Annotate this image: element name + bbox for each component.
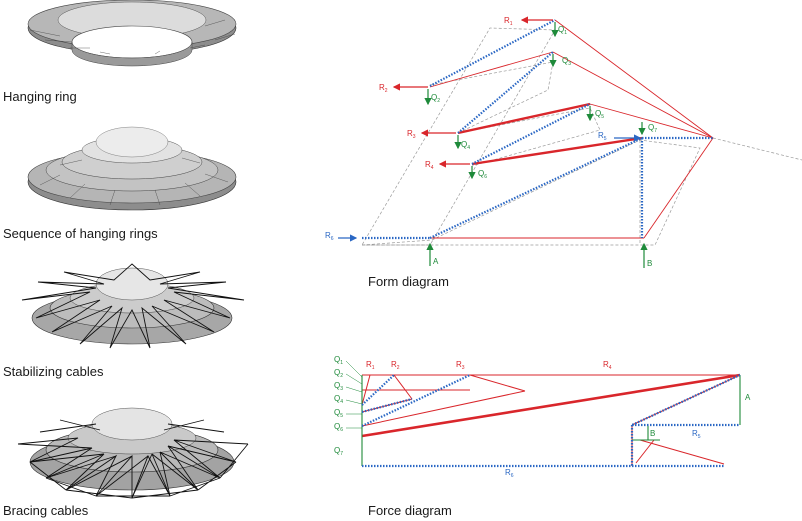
form-grey-dashed	[361, 27, 802, 246]
form-red-arrows	[392, 16, 553, 168]
force-label-q7: Q7	[334, 446, 343, 457]
form-label-r2: R2	[379, 83, 388, 94]
form-blue-arrows	[338, 134, 642, 242]
form-diagram: R1 R2 R3 R4 R5 R6 Q1 Q2 Q3 Q4 Q5 Q6 Q7 A…	[325, 16, 802, 268]
force-label-a: A	[745, 393, 751, 402]
form-label-a: A	[433, 257, 439, 266]
form-label-r3: R3	[407, 129, 416, 140]
form-label-q4: Q4	[461, 140, 470, 151]
caption-force-diagram: Force diagram	[368, 503, 452, 518]
form-label-q3: Q3	[562, 56, 571, 67]
caption-stabilizing-cables: Stabilizing cables	[3, 364, 104, 379]
caption-sequence-rings: Sequence of hanging rings	[3, 226, 158, 241]
form-green-arrows	[424, 22, 648, 268]
force-green-lines	[361, 375, 741, 466]
bracing-cables-illustration	[17, 407, 249, 499]
form-label-q5: Q5	[595, 109, 604, 120]
form-red-thick	[457, 102, 643, 166]
form-label-q6: Q6	[478, 169, 487, 180]
hanging-ring-illustration	[27, 0, 237, 67]
force-q-leaders	[345, 360, 363, 429]
form-label-r1: R1	[504, 16, 513, 27]
caption-form-diagram: Form diagram	[368, 274, 449, 289]
force-label-r1: R1	[366, 360, 375, 371]
caption-bracing-cables: Bracing cables	[3, 503, 89, 518]
form-label-r5: R5	[598, 131, 607, 142]
force-label-r6: R6	[505, 468, 514, 479]
force-red-thick	[361, 373, 741, 438]
force-red-thin	[361, 374, 741, 466]
form-label-q1: Q1	[558, 25, 567, 36]
force-label-q5: Q5	[334, 408, 343, 419]
force-label-r5: R5	[692, 429, 701, 440]
force-label-r3: R3	[456, 360, 465, 371]
force-diagram: R1 R2 R3 R4 Q1 Q2 Q3 Q4 Q5 Q6 Q7 A B R5 …	[334, 355, 751, 479]
force-label-r4: R4	[603, 360, 612, 371]
caption-hanging-ring: Hanging ring	[3, 89, 77, 104]
form-label-r6: R6	[325, 231, 334, 242]
force-label-q4: Q4	[334, 394, 343, 405]
force-blue-dotted	[361, 374, 741, 468]
form-label-q7: Q7	[648, 123, 657, 134]
force-label-q6: Q6	[334, 422, 343, 433]
force-label-q2: Q2	[334, 368, 343, 379]
stabilizing-cables-illustration	[21, 263, 245, 349]
force-label-r2: R2	[391, 360, 400, 371]
force-label-q3: Q3	[334, 381, 343, 392]
form-blue-dotted	[362, 19, 713, 240]
form-label-b: B	[647, 259, 652, 268]
form-label-r4: R4	[425, 160, 434, 171]
sequence-rings-illustration	[27, 126, 237, 211]
force-label-b: B	[650, 429, 655, 438]
force-label-q1: Q1	[334, 355, 343, 366]
form-label-q2: Q2	[431, 93, 440, 104]
